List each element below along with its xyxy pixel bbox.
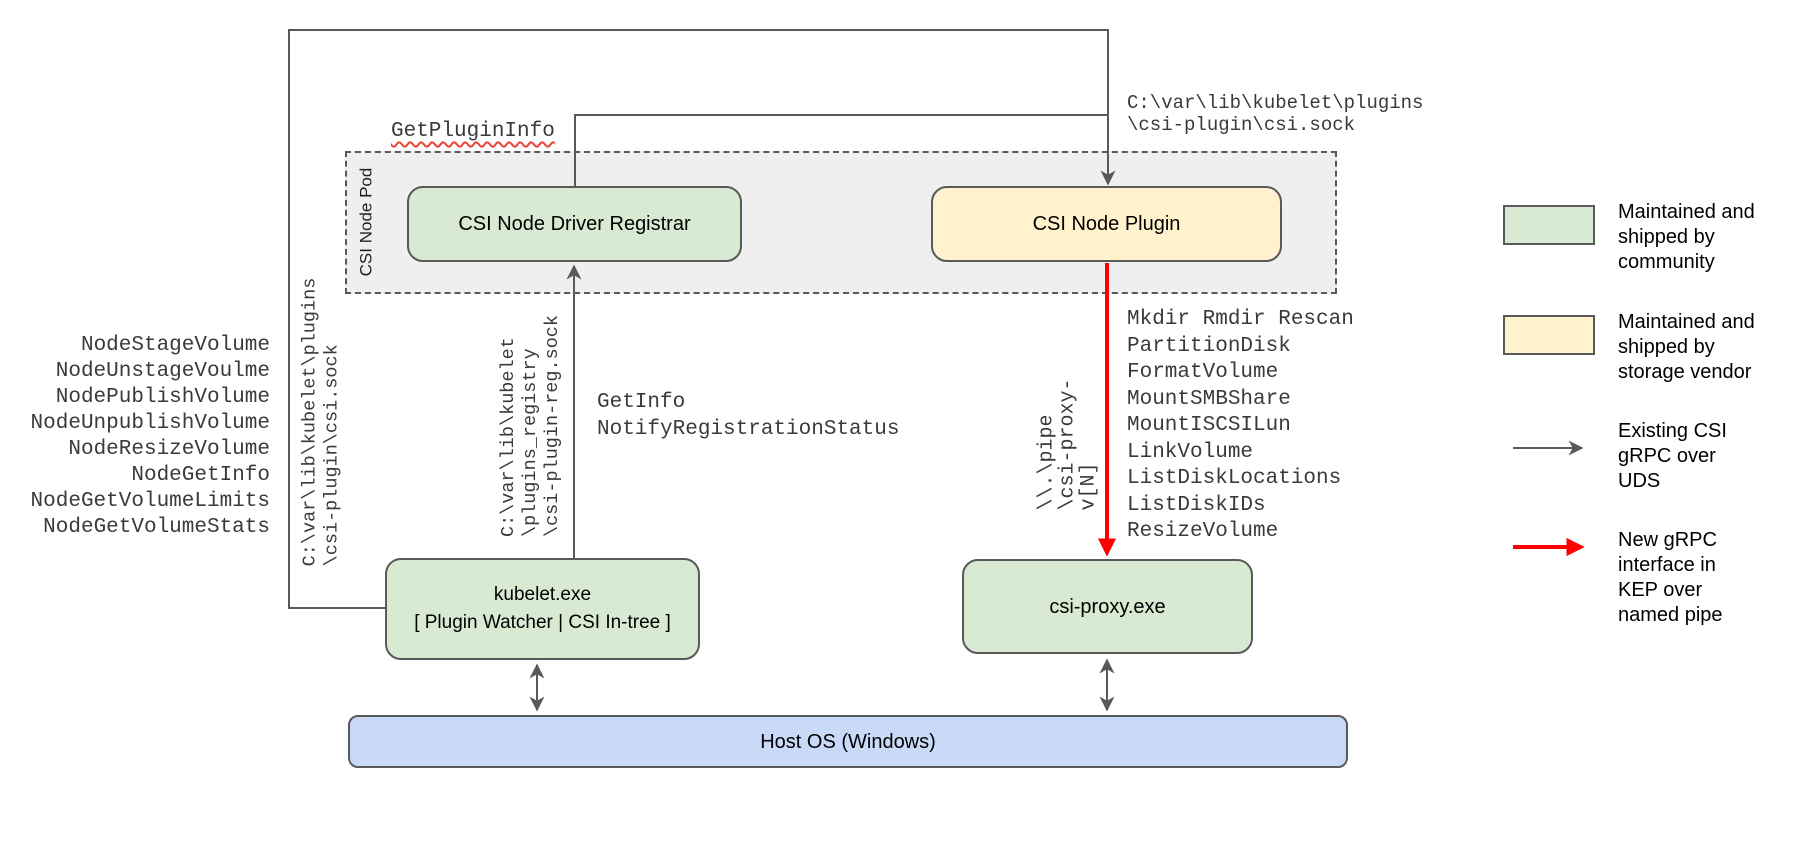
csi-proxy-box: csi-proxy.exe — [962, 559, 1253, 654]
csi-sock-path-label: C:\var\lib\kubelet\plugins \csi-plugin\c… — [1127, 92, 1424, 136]
legend-community-label: Maintained and shipped by community — [1618, 201, 1755, 273]
csi-sock-path-vertical-label: C:\var\lib\kubelet\plugins \csi-plugin\c… — [299, 277, 342, 567]
proxy-rpc-call-list: Mkdir Rmdir Rescan PartitionDisk FormatV… — [1127, 308, 1354, 543]
kubelet-label: kubelet.exe [ Plugin Watcher | CSI In-tr… — [414, 584, 671, 633]
host-os-box: Host OS (Windows) — [348, 715, 1348, 768]
plugin-registry-path-label: C:\var\lib\kubelet \plugins_registry \cs… — [497, 314, 563, 538]
csi-proxy-label: csi-proxy.exe — [1049, 595, 1166, 618]
registration-rpc-call-list: GetInfo NotifyRegistrationStatus — [597, 391, 900, 441]
kubelet-to-node-plugin-uds-line — [288, 29, 1116, 609]
node-rpc-call-list: NodeStageVolume NodeUnstageVoulme NodePu… — [30, 334, 270, 539]
csi-node-pod-label-wrap: CSI Node Pod — [351, 164, 381, 280]
kubelet-box: kubelet.exe [ Plugin Watcher | CSI In-tr… — [385, 558, 700, 660]
csi-node-plugin-label: CSI Node Plugin — [1032, 213, 1181, 235]
legend-vendor-label: Maintained and shipped by storage vendor — [1618, 311, 1755, 383]
get-plugin-info-label: GetPluginInfo — [391, 120, 555, 143]
named-pipe-path-label: \\.\pipe \csi-proxy-v[N] — [1035, 377, 1101, 510]
csi-node-plugin-box: CSI Node Plugin — [931, 186, 1282, 262]
legend-existing-grpc-label: Existing CSI gRPC over UDS — [1618, 420, 1727, 492]
csi-node-pod-label: CSI Node Pod — [356, 167, 375, 277]
legend-vendor-swatch — [1503, 315, 1595, 355]
host-os-label: Host OS (Windows) — [760, 730, 936, 753]
csi-node-driver-registrar-box: CSI Node Driver Registrar — [407, 186, 742, 262]
legend-community-swatch — [1503, 205, 1595, 245]
legend-new-grpc-label: New gRPC interface in KEP over named pip… — [1618, 529, 1723, 626]
csi-node-driver-registrar-label: CSI Node Driver Registrar — [458, 213, 691, 235]
